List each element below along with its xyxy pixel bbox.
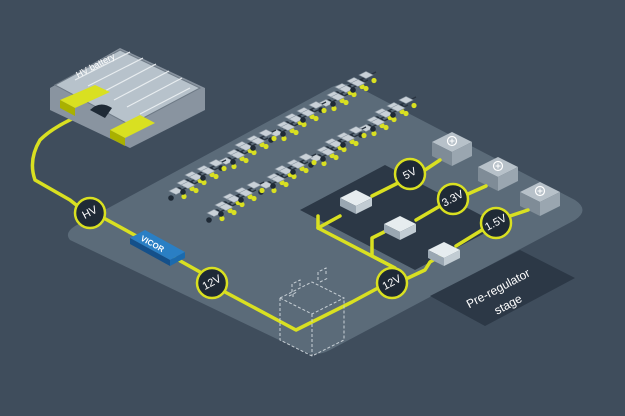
node-3v3: 3.3V <box>436 182 470 216</box>
vicor-module: VICOR <box>130 230 185 266</box>
pre-regulator-panel <box>430 250 575 326</box>
hv-battery: HV battery <box>50 48 205 148</box>
node-12v-main: 12V <box>195 266 229 300</box>
node-5v: 5V <box>393 157 427 191</box>
node-1v5: 1.5V <box>479 206 513 240</box>
node-12v-right: 12V <box>375 266 409 300</box>
lv-battery-icon <box>278 267 346 357</box>
node-5v-label: 5V <box>401 165 419 182</box>
node-hv: HV <box>73 196 107 230</box>
